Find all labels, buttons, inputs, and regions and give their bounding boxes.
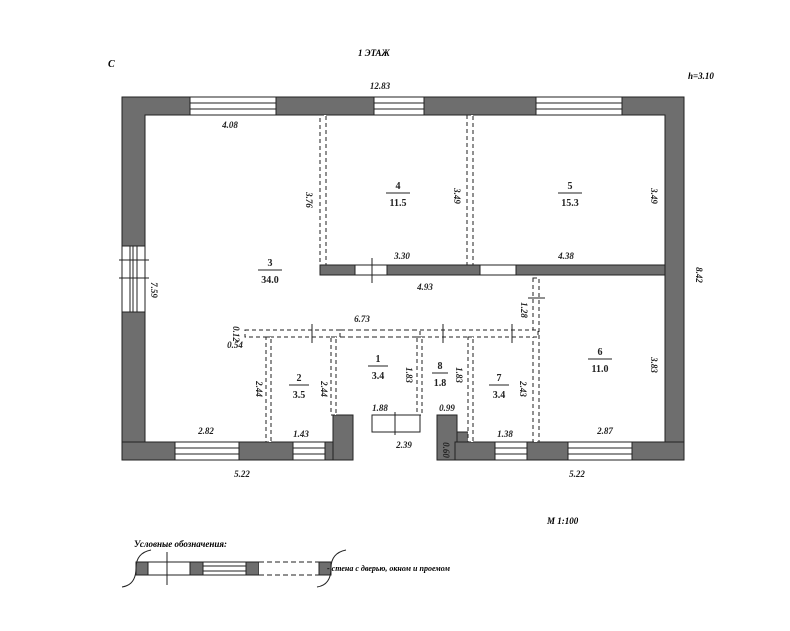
dimension-label: 0.12 bbox=[231, 326, 241, 342]
dimension-label: 1.28 bbox=[519, 302, 529, 318]
dimension-label: 1.88 bbox=[372, 403, 388, 413]
legend-title: Условные обозначения: bbox=[134, 539, 227, 549]
dimension-label: 4.38 bbox=[557, 251, 574, 261]
scale-label: М 1:100 bbox=[547, 516, 579, 526]
dimension-label: 2.44 bbox=[254, 380, 264, 397]
north-label: С bbox=[108, 59, 115, 70]
room-1-number: 1 bbox=[376, 354, 381, 365]
dimension-label: 2.82 bbox=[197, 426, 214, 436]
dimension-label: 3.30 bbox=[393, 251, 410, 261]
room-4-area: 11.5 bbox=[390, 198, 407, 209]
legend-text: - стена с дверью, окном и проемом bbox=[327, 564, 450, 573]
interior-walls bbox=[119, 114, 666, 443]
dimension-label: 1.83 bbox=[404, 367, 414, 383]
room-2-number: 2 bbox=[297, 373, 302, 384]
dimension-label: 1.83 bbox=[454, 367, 464, 383]
legend-symbol bbox=[121, 549, 347, 588]
dimension-label: 2.44 bbox=[319, 380, 329, 397]
floor-title: 1 ЭТАЖ bbox=[358, 48, 390, 58]
dimension-label: 2.87 bbox=[596, 426, 613, 436]
room-8-area: 1.8 bbox=[434, 378, 447, 389]
dimension-label: 2.39 bbox=[395, 440, 412, 450]
dimension-label: 6.73 bbox=[354, 314, 370, 324]
room-2-area: 3.5 bbox=[293, 390, 306, 401]
dimension-label: 1.43 bbox=[293, 429, 309, 439]
dimension-labels: 12.83 4.08 3.76 3.49 3.49 3.30 4.38 4.93… bbox=[149, 81, 704, 479]
windows bbox=[121, 96, 633, 461]
room-6-number: 6 bbox=[598, 347, 603, 358]
dimension-label: 3.49 bbox=[649, 187, 659, 204]
dimension-label: 4.93 bbox=[416, 282, 433, 292]
room-3-area: 34.0 bbox=[261, 275, 279, 286]
dimension-label: 3.76 bbox=[304, 191, 314, 208]
room-5-number: 5 bbox=[568, 181, 573, 192]
dimension-label: 5.22 bbox=[569, 469, 585, 479]
dimension-label: 5.22 bbox=[234, 469, 250, 479]
dimension-label: 2.43 bbox=[518, 380, 528, 397]
room-8-number: 8 bbox=[438, 361, 443, 372]
dimension-label: 12.83 bbox=[370, 81, 391, 91]
room-6-area: 11.0 bbox=[592, 364, 609, 375]
dimension-label: 0.99 bbox=[439, 403, 455, 413]
room-1-area: 3.4 bbox=[372, 371, 385, 382]
ceiling-height: h=3.10 bbox=[688, 71, 714, 81]
room-3-number: 3 bbox=[268, 258, 273, 269]
dimension-label: 0.60 bbox=[441, 442, 451, 458]
room-labels: 3 34.0 4 11.5 5 15.3 6 11.0 2 3.5 1 3.4 8 1.8 7… bbox=[258, 181, 612, 401]
dimension-label: 3.83 bbox=[649, 356, 659, 373]
exterior-walls bbox=[121, 96, 685, 461]
room-7-area: 3.4 bbox=[493, 390, 506, 401]
dimension-label: 0.54 bbox=[227, 340, 243, 350]
dimension-label: 8.42 bbox=[694, 267, 704, 283]
room-7-number: 7 bbox=[497, 373, 502, 384]
dimension-label: 7.59 bbox=[149, 282, 159, 298]
dimension-label: 4.08 bbox=[221, 120, 238, 130]
room-5-area: 15.3 bbox=[561, 198, 579, 209]
dimension-label: 1.38 bbox=[497, 429, 513, 439]
dimension-label: 3.49 bbox=[452, 187, 462, 204]
door-marks bbox=[119, 246, 545, 435]
room-4-number: 4 bbox=[396, 181, 401, 192]
